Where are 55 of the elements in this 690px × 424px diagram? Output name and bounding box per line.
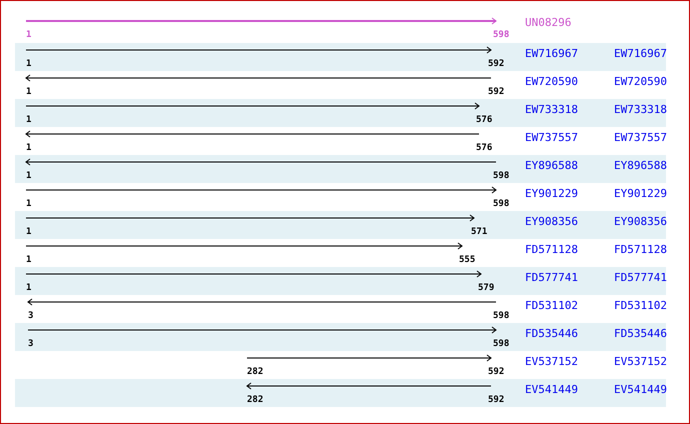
- end-position: 579: [478, 283, 494, 293]
- end-position: 571: [471, 227, 488, 237]
- end-position: 592: [488, 87, 504, 97]
- end-position: 598: [493, 311, 510, 321]
- start-position: 1: [26, 87, 32, 97]
- start-position: 3: [28, 339, 34, 349]
- start-position: 1: [26, 227, 32, 237]
- sequence-id: EY901229: [614, 187, 667, 200]
- start-position: 1: [26, 30, 32, 40]
- start-position: 1: [26, 255, 32, 265]
- sequence-id: FD535446: [525, 327, 578, 340]
- end-position: 555: [459, 255, 476, 265]
- start-position: 3: [28, 311, 34, 321]
- start-position: 1: [26, 115, 32, 125]
- sequence-id: FD571128: [525, 243, 578, 256]
- sequence-id: EV537152: [614, 355, 667, 368]
- sequence-id: EY896588: [614, 159, 667, 172]
- sequence-id: EW737557: [614, 131, 667, 144]
- sequence-id: EW720590: [614, 75, 667, 88]
- end-position: 592: [488, 59, 504, 69]
- end-position: 576: [476, 115, 492, 125]
- sequence-id: EW733318: [525, 103, 578, 116]
- end-position: 598: [493, 199, 510, 209]
- start-position: 1: [26, 171, 32, 181]
- end-position: 598: [493, 171, 510, 181]
- sequence-id: UN08296: [525, 16, 572, 29]
- end-position: 598: [493, 30, 510, 40]
- sequence-id: EV541449: [614, 383, 667, 396]
- start-position: 1: [26, 59, 32, 69]
- start-position: 282: [247, 367, 264, 377]
- end-position: 592: [488, 367, 504, 377]
- sequence-id: FD535446: [614, 327, 667, 340]
- sequence-id: EY896588: [525, 159, 578, 172]
- sequence-id: EY908356: [614, 215, 667, 228]
- sequence-id: FD577741: [525, 271, 578, 284]
- sequence-id: EV537152: [525, 355, 578, 368]
- sequence-id: FD531102: [525, 299, 578, 312]
- sequence-id: EV541449: [525, 383, 578, 396]
- sequence-id: FD531102: [614, 299, 667, 312]
- sequence-id: FD577741: [614, 271, 667, 284]
- start-position: 282: [247, 395, 264, 405]
- sequence-id: EY901229: [525, 187, 578, 200]
- sequence-id: EW733318: [614, 103, 667, 116]
- sequence-id: EW716967: [614, 47, 667, 60]
- start-position: 1: [26, 143, 32, 153]
- sequence-id: EW716967: [525, 47, 578, 60]
- start-position: 1: [26, 283, 32, 293]
- sequence-id: EW720590: [525, 75, 578, 88]
- end-position: 598: [493, 339, 510, 349]
- end-position: 592: [488, 395, 504, 405]
- start-position: 1: [26, 199, 32, 209]
- end-position: 576: [476, 143, 492, 153]
- sequence-id: EW737557: [525, 131, 578, 144]
- sequence-id: EY908356: [525, 215, 578, 228]
- sequence-id: FD571128: [614, 243, 667, 256]
